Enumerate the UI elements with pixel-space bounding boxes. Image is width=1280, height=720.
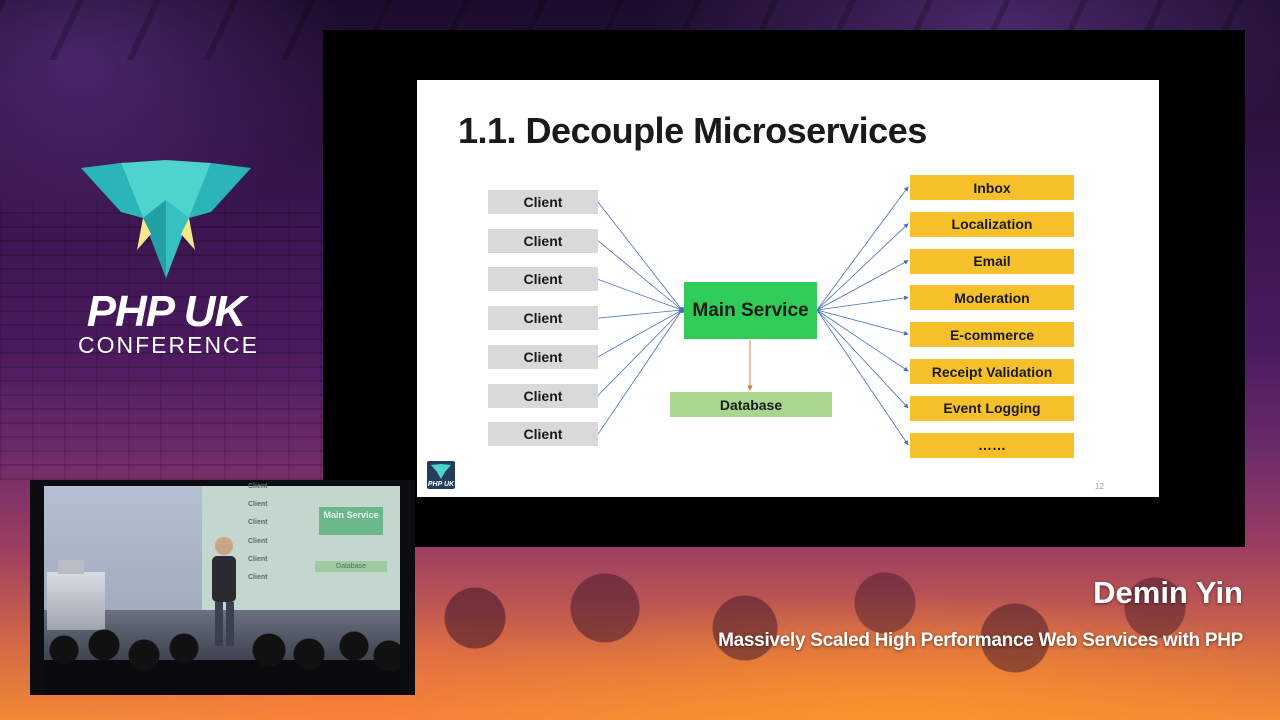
- service-box: ……: [910, 432, 1074, 458]
- elephant-icon: [431, 464, 451, 479]
- service-connector: [816, 309, 909, 446]
- badge-label: PHP UK: [427, 481, 455, 488]
- client-connector: [597, 309, 683, 435]
- client-box: Client: [488, 267, 598, 292]
- database-box: Database: [670, 392, 832, 417]
- laptop: [58, 560, 84, 574]
- cam-client-label: Client: [248, 519, 268, 527]
- cam-main-service: Main Service: [319, 507, 383, 535]
- service-connector: [816, 309, 909, 372]
- speaker-name: Demin Yin: [1093, 575, 1243, 610]
- audience-silhouettes: [44, 620, 400, 695]
- service-box: E-commerce: [910, 322, 1074, 348]
- client-connector: [597, 240, 683, 311]
- service-connector: [816, 295, 909, 311]
- php-uk-badge: PHP UK: [427, 461, 455, 489]
- client-connector: [597, 279, 683, 311]
- service-box: Localization: [910, 211, 1074, 237]
- service-box: Event Logging: [910, 395, 1074, 421]
- service-box: Moderation: [910, 285, 1074, 311]
- service-connector: [816, 309, 909, 336]
- logo-title: PHP UK: [86, 287, 247, 336]
- cam-client-label: Client: [248, 555, 268, 563]
- cam-client-label: Client: [248, 574, 268, 581]
- client-box: Client: [488, 344, 598, 369]
- audience-crowd: [415, 548, 1280, 720]
- service-connector: [816, 186, 909, 311]
- slide-page-number: 12: [1095, 482, 1104, 491]
- cam-client-label: Client: [248, 501, 268, 509]
- conference-logo: [78, 160, 253, 282]
- talk-title: Massively Scaled High Performance Web Se…: [718, 630, 1243, 651]
- main-service-box: Main Service: [684, 282, 817, 339]
- client-box: Client: [488, 228, 598, 253]
- cam-client-label: Client: [248, 537, 268, 545]
- service-box: Email: [910, 248, 1074, 274]
- service-box: Receipt Validation: [910, 359, 1074, 384]
- service-connector: [816, 260, 909, 311]
- service-connector: [816, 309, 909, 409]
- logo-subtitle: CONFERENCE: [78, 332, 260, 358]
- client-box: Client: [488, 422, 598, 447]
- service-box: Inbox: [910, 175, 1074, 200]
- diagram-arrows: [597, 186, 909, 446]
- cam-client-label: Client: [248, 483, 268, 490]
- client-connector: [597, 309, 683, 396]
- client-box: Client: [488, 190, 598, 214]
- elephant-icon: [80, 160, 251, 278]
- client-box: Client: [488, 306, 598, 331]
- slide-title: 1.1. Decouple Microservices: [458, 110, 927, 151]
- client-connector: [597, 309, 683, 358]
- service-connector: [816, 223, 909, 311]
- client-connector: [597, 201, 683, 311]
- client-connector: [597, 309, 683, 319]
- client-box: Client: [488, 383, 598, 408]
- cam-database: Database: [315, 561, 387, 572]
